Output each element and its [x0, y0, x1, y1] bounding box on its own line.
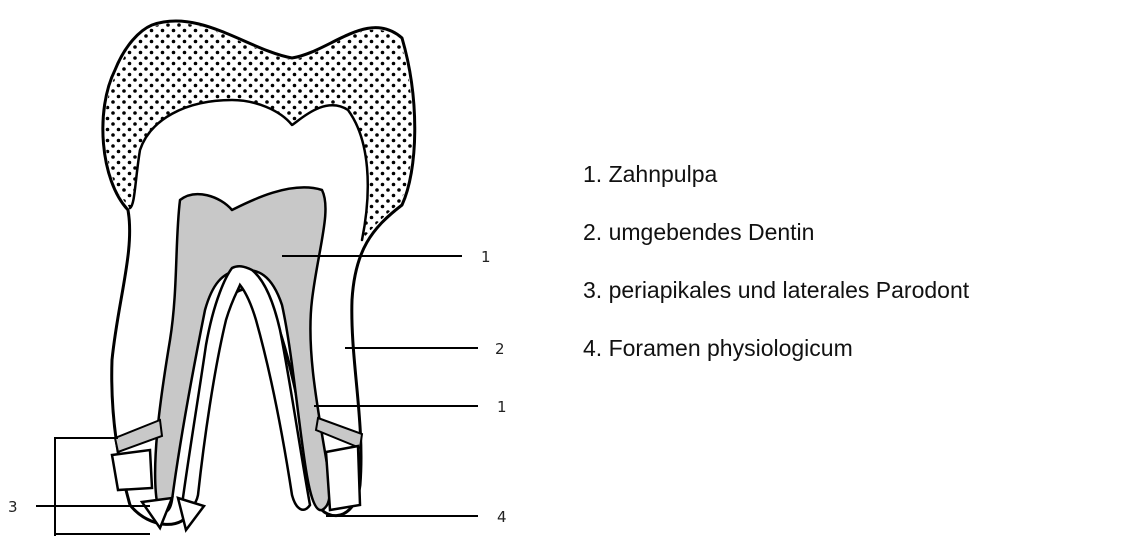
legend-item-periodontium: 3. periapikales und laterales Parodont: [583, 274, 969, 306]
leader-bracket-3: [55, 438, 118, 536]
legend-item-pulp: 1. Zahnpulpa: [583, 158, 969, 190]
callout-1-pulp-chamber: 1: [481, 248, 491, 266]
apical-block-right: [326, 446, 360, 510]
callout-4-foramen: 4: [497, 508, 507, 526]
legend: 1. Zahnpulpa 2. umgebendes Dentin 3. per…: [583, 158, 969, 390]
callout-3-periodontium: 3: [8, 498, 18, 516]
legend-item-dentin: 2. umgebendes Dentin: [583, 216, 969, 248]
apical-block-left: [112, 450, 152, 490]
legend-item-foramen: 4. Foramen physiologicum: [583, 332, 969, 364]
callout-2-dentin: 2: [495, 340, 505, 358]
callout-1-root-canal: 1: [497, 398, 507, 416]
